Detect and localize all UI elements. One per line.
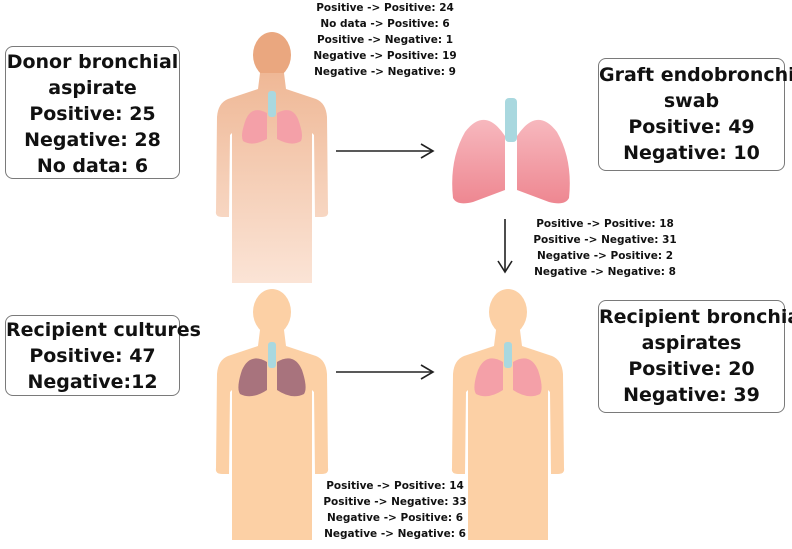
transition-line: Negative -> Positive: 6 [326,512,464,524]
arrow-cultures-to-aspirates [336,364,435,380]
recipient-cultures-body-figure [215,289,329,540]
graft-box-title-line1: Graft endobronchial [599,64,792,86]
right-lung-icon [517,119,570,204]
donor-box-nodata: No data: 6 [36,155,149,177]
transition-line: Positive -> Negative: 31 [533,234,677,246]
donor-body-figure [215,32,329,283]
donor-to-graft-transitions: Positive -> Positive: 24 No data -> Posi… [305,0,465,80]
transplanted-lungs [474,342,542,397]
transition-line: Positive -> Positive: 18 [536,218,674,230]
trachea-icon [505,98,517,142]
graft-box-positive: Positive: 49 [628,116,755,138]
recipient-cultures-box: Recipient cultures Positive: 47 Negative… [5,315,201,396]
donor-box-title-line2: aspirate [48,77,137,99]
arrow-graft-to-recipient [497,219,513,274]
arrow-donor-to-graft [336,143,435,159]
transition-line: Negative -> Negative: 9 [314,66,456,78]
transition-line: Positive -> Negative: 33 [323,496,467,508]
recipient-bronchial-aspirates-box: Recipient bronchial aspirates Positive: … [598,300,792,413]
aspirates-box-title-line2: aspirates [641,332,742,354]
diseased-lungs [238,342,306,397]
donor-lungs [242,91,302,144]
graft-to-recipient-transitions: Positive -> Positive: 18 Positive -> Neg… [530,216,680,280]
aspirates-box-title-line1: Recipient bronchial [599,306,792,328]
cultures-box-positive: Positive: 47 [29,345,156,367]
transition-line: No data -> Positive: 6 [320,18,450,30]
left-lung-icon [452,119,505,204]
cultures-box-negative: Negative:12 [27,371,158,393]
graft-lungs-figure [452,98,570,204]
transition-line: Negative -> Negative: 8 [534,266,676,278]
donor-box-positive: Positive: 25 [29,103,156,125]
recipient-aspirates-body-figure [451,289,565,540]
donor-bronchial-aspirate-box: Donor bronchial aspirate Positive: 25 Ne… [5,46,180,179]
transition-line: Positive -> Negative: 1 [316,34,454,46]
transition-line: Negative -> Negative: 6 [324,528,466,540]
graft-box-negative: Negative: 10 [623,142,760,164]
donor-box-title-line1: Donor bronchial [6,51,179,73]
aspirates-box-positive: Positive: 20 [628,358,755,380]
transition-line: Negative -> Positive: 2 [536,250,674,262]
recipient-silhouette-left [215,289,329,540]
transition-line: Positive -> Positive: 14 [326,480,464,492]
aspirates-box-negative: Negative: 39 [623,384,760,406]
cultures-to-aspirates-transitions: Positive -> Positive: 14 Positive -> Neg… [315,478,475,542]
transition-line: Negative -> Positive: 19 [313,50,457,62]
graft-box-title-line2: swab [663,90,720,112]
transition-line: Positive -> Positive: 24 [316,2,454,14]
graft-endobronchial-swab-box: Graft endobronchial swab Positive: 49 Ne… [598,58,792,171]
donor-box-negative: Negative: 28 [24,129,161,151]
cultures-box-title: Recipient cultures [6,319,201,341]
